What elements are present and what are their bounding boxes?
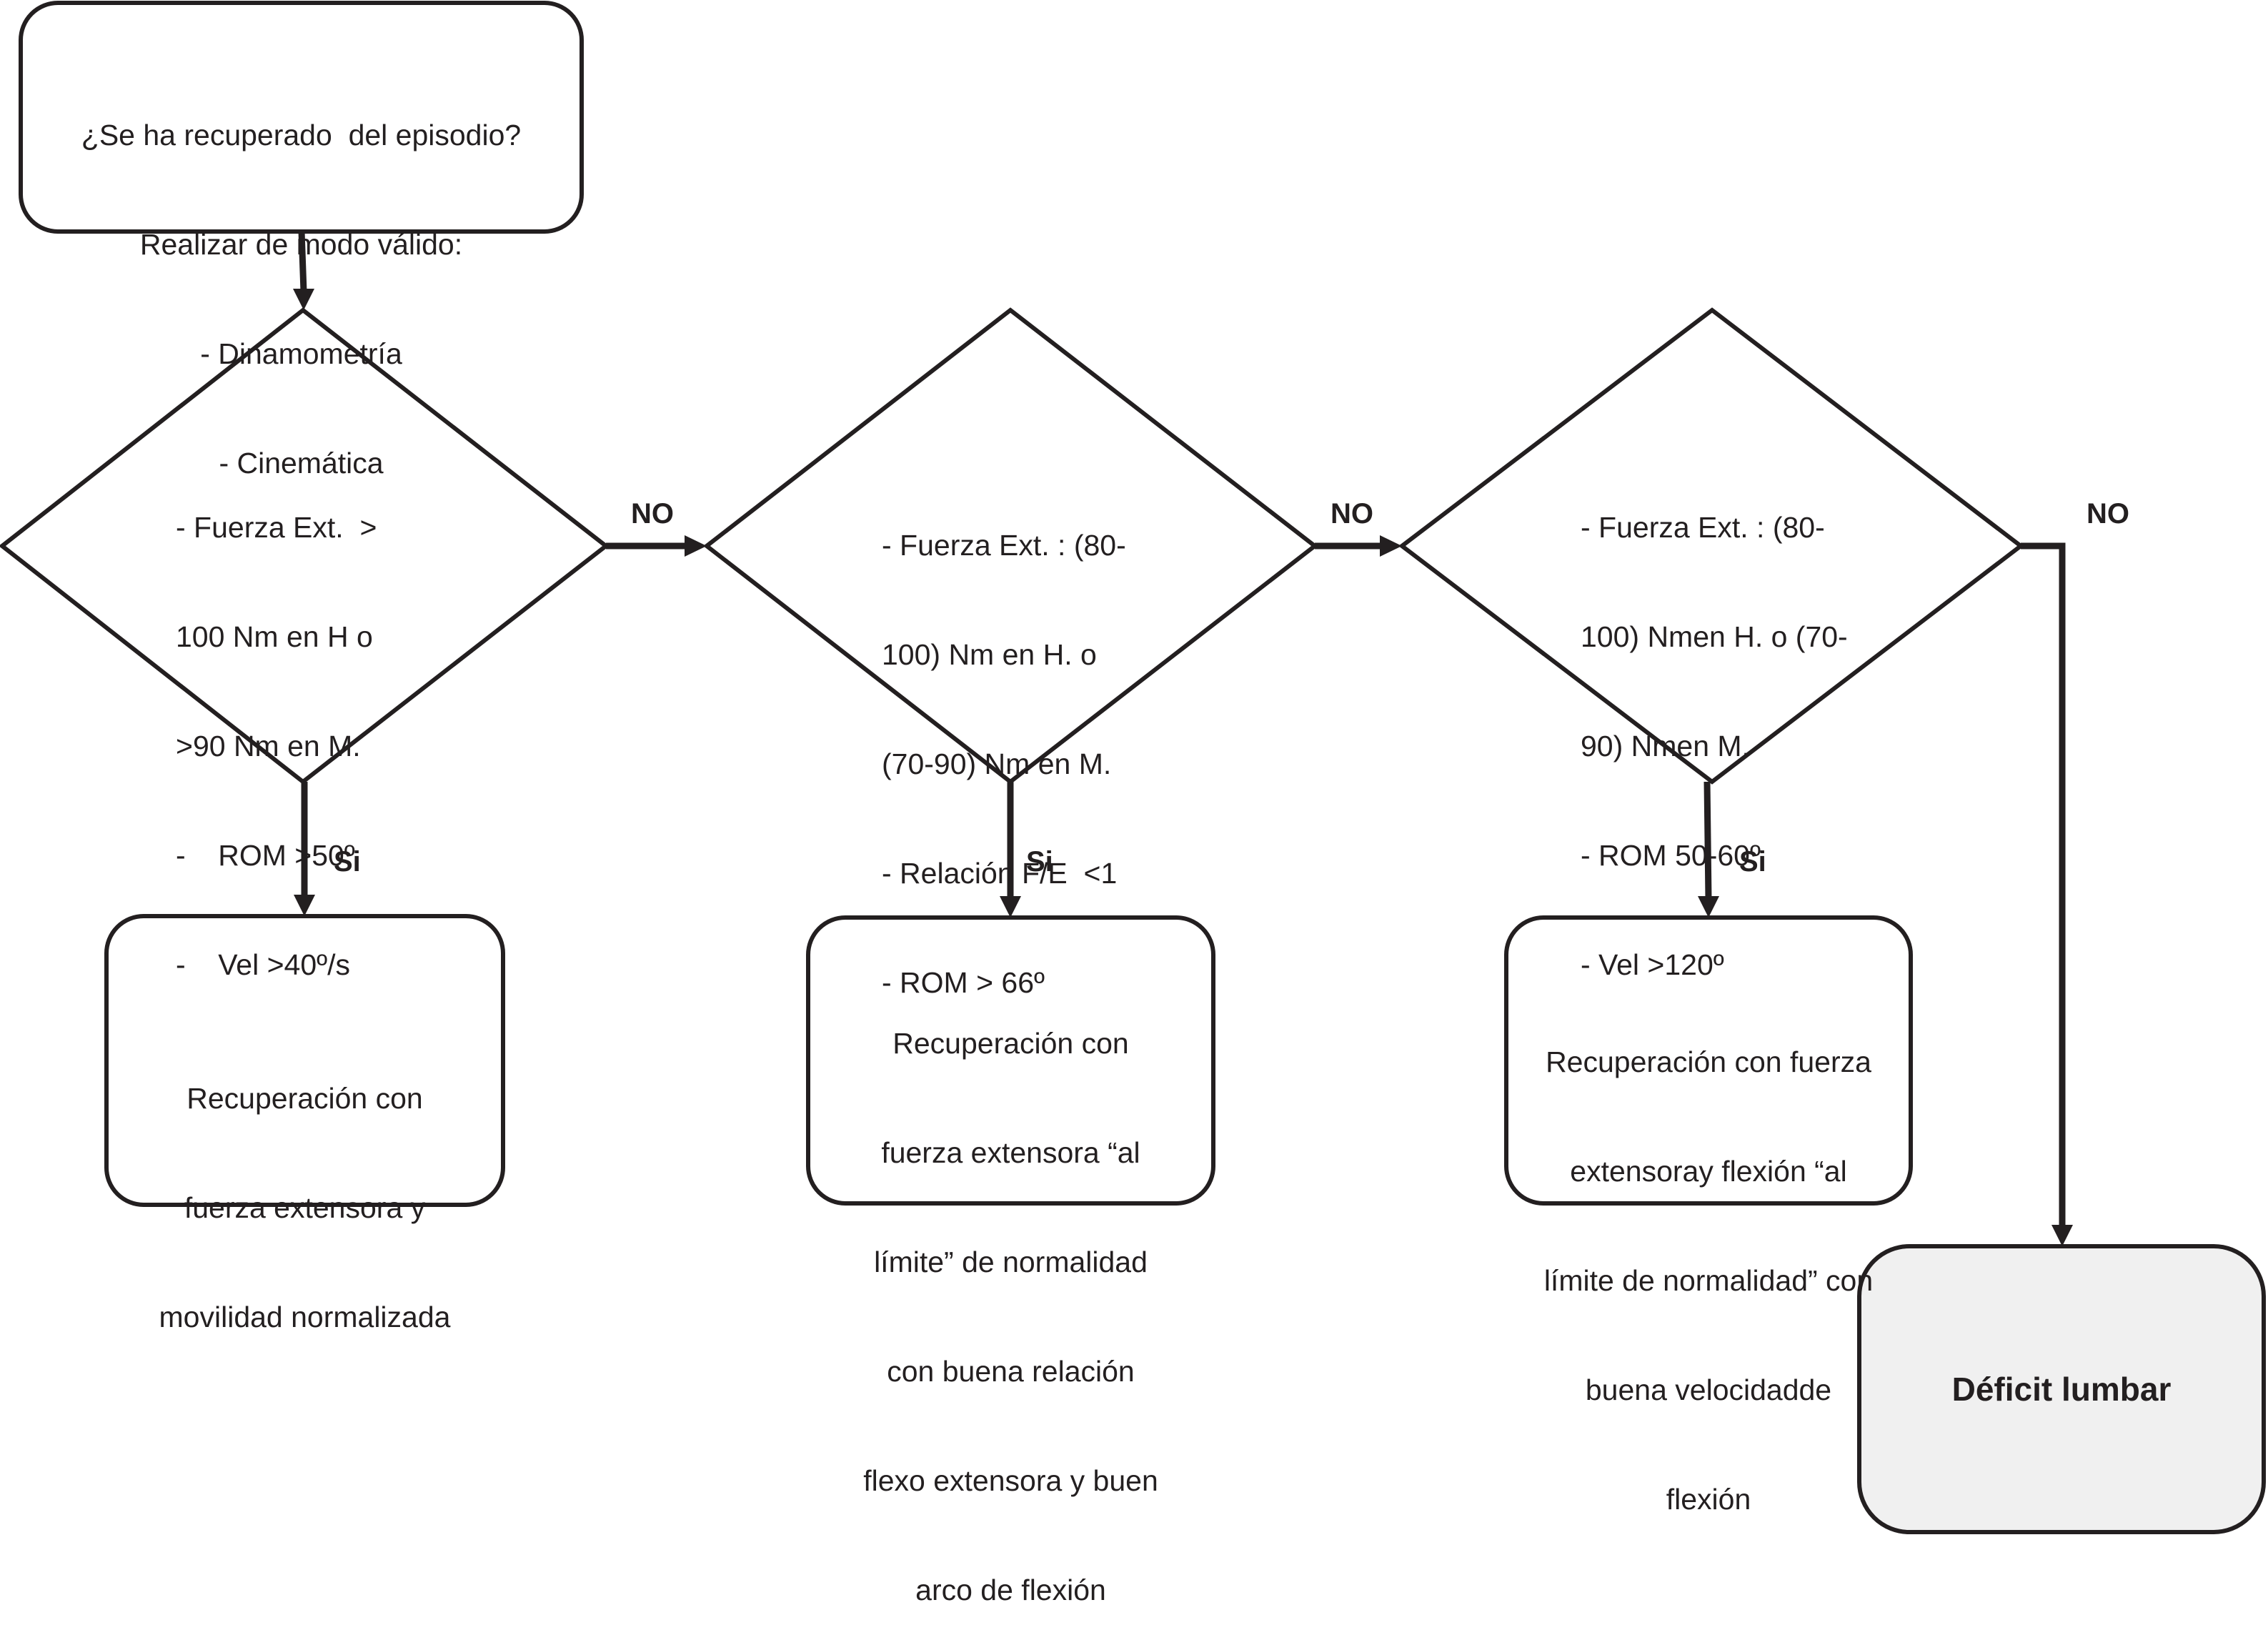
result-3-line-1: Recuperación con fuerza (1546, 1045, 1871, 1078)
result-3-line-3: límite de normalidad” con (1543, 1264, 1874, 1297)
branch-no-2: NO (1331, 498, 1373, 530)
decision-2-line-3: (70-90) Nm en M. (882, 747, 1112, 780)
arrowhead-d2-no (1380, 535, 1402, 557)
branch-no-3: NO (2087, 498, 2129, 530)
result-2-line-6: arco de flexión (915, 1574, 1106, 1606)
result-2-line-1: Recuperación con (892, 1027, 1129, 1060)
connector-d3-to-result3 (1704, 781, 1712, 900)
decision-2-line-2: 100) Nm en H. o (882, 638, 1097, 671)
branch-si-1: Si (334, 846, 361, 878)
result-3-line-4: buena velocidadde (1585, 1373, 1832, 1406)
decision-2-line-4: - Relación F/E <1 (882, 857, 1118, 890)
connector-start-to-decision1 (298, 231, 307, 292)
arrowhead-start (293, 289, 314, 310)
result-1-text: Recuperación con fuerza extensora y movi… (106, 1008, 503, 1372)
result-2-text: Recuperación con fuerza extensora “al lí… (808, 953, 1213, 1645)
result-3-line-2: extensoray flexión “al (1570, 1155, 1847, 1188)
result-2-line-5: flexo extensora y buen (863, 1464, 1158, 1497)
result-2-box (806, 915, 1215, 1206)
decision-2-line-5: - ROM > 66º (882, 966, 1045, 999)
arrowhead-d3-si (1698, 896, 1719, 918)
branch-si-2: Si (1026, 846, 1053, 878)
result-1-line-2: fuerza extensora y (184, 1191, 426, 1224)
start-line-4: - Cinemática (219, 447, 384, 479)
decision-1-text: - Fuerza Ext. > 100 Nm en H o >90 Nm en … (176, 437, 377, 1020)
decision-3-diamond (1398, 307, 2024, 785)
result-1-line-1: Recuperación con (186, 1082, 423, 1115)
branch-no-1: NO (631, 498, 674, 530)
decision-3-line-1: - Fuerza Ext. : (80- (1581, 511, 1825, 544)
result-3-line-5: flexión (1666, 1483, 1751, 1516)
decision-3-line-5: - Vel >120º (1581, 948, 1724, 981)
result-3-text: Recuperación con fuerza extensoray flexi… (1506, 971, 1911, 1554)
arrowhead-d2-si (1000, 896, 1021, 918)
decision-3-line-2: 100) Nmen H. o (70- (1581, 620, 1848, 653)
result-2-line-4: con buena relación (887, 1355, 1135, 1388)
start-line-2: Realizar de modo válido: (139, 228, 463, 261)
decision-2-text: - Fuerza Ext. : (80- 100) Nm en H. o (70… (882, 454, 1126, 1038)
start-line-1: ¿Se ha recuperado del episodio? (81, 119, 522, 151)
decision-3-line-4: - ROM 50-60º (1581, 839, 1761, 872)
branch-si-3: Si (1739, 846, 1766, 878)
arrowhead-d1-no (685, 535, 707, 557)
result-1-line-3: movilidad normalizada (159, 1301, 451, 1333)
decision-2-line-1: - Fuerza Ext. : (80- (882, 529, 1126, 562)
result-2-line-2: fuerza extensora “al (881, 1136, 1140, 1169)
decision-1-line-5: - Vel >40º/s (176, 948, 351, 981)
start-text: ¿Se ha recuperado del episodio? Realizar… (21, 44, 582, 518)
start-box (19, 1, 584, 234)
result-2-line-3: límite” de normalidad (874, 1246, 1148, 1278)
arrowhead-d3-no (2051, 1225, 2073, 1246)
final-text: Déficit lumbar (1951, 1371, 2172, 1408)
arrowhead-d1-si (294, 895, 315, 916)
connector-d3-to-final (2021, 542, 2066, 1228)
decision-1-line-1: - Fuerza Ext. > (176, 511, 377, 544)
final-box (1857, 1244, 2266, 1534)
start-line-3: - Dinamometría (200, 337, 402, 370)
result-1-box (104, 914, 505, 1207)
decision-1-line-4: - ROM >50º (176, 839, 355, 872)
decision-3-line-3: 90) Nmen M. (1581, 730, 1750, 762)
flowchart-canvas (0, 1, 2266, 1534)
decision-1-line-2: 100 Nm en H o (176, 620, 373, 653)
decision-1-line-3: >90 Nm en M. (176, 730, 361, 762)
decision-3-text: - Fuerza Ext. : (80- 100) Nmen H. o (70-… (1581, 437, 1848, 1020)
